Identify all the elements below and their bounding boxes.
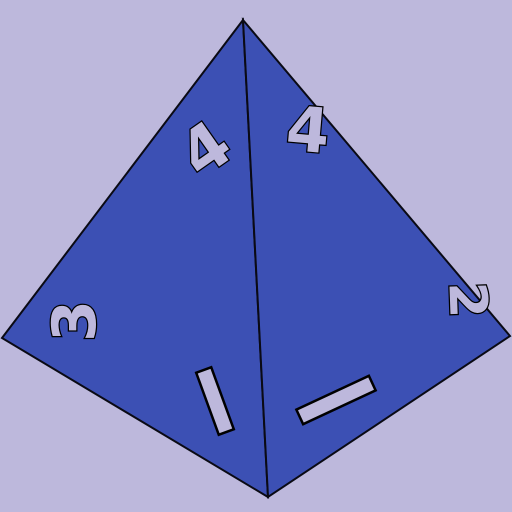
numeral-bottom-right: 1 — [294, 374, 378, 426]
numeral-bottom-left: 1 — [194, 365, 236, 437]
numeral-right: 2 — [436, 281, 497, 319]
numeral-top-right: 4 — [283, 92, 332, 168]
die-center-edge — [242, 19, 269, 498]
numeral-left: 3 — [40, 300, 110, 342]
